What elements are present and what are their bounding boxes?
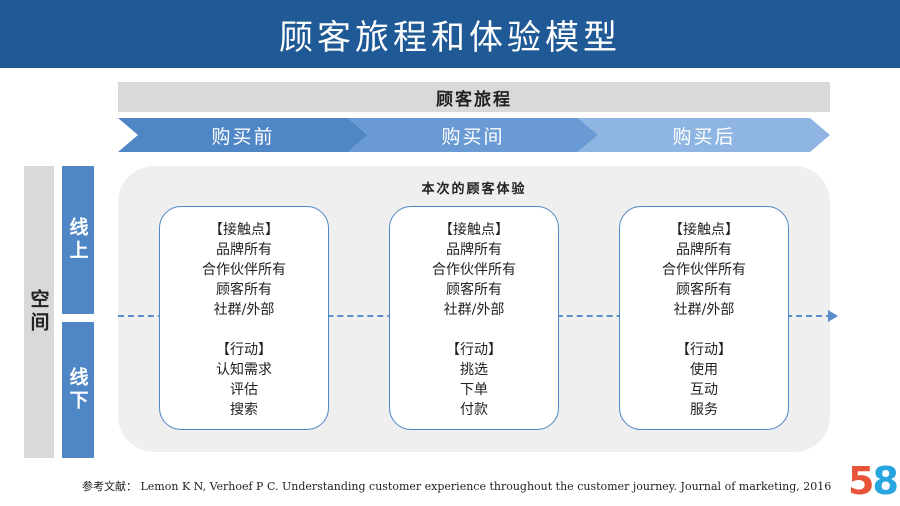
action-header: 【行动】 (446, 342, 502, 358)
action-item: 下单 (460, 382, 488, 398)
touchpoint-item: 顾客所有 (446, 282, 502, 298)
touchpoint-item: 社群/外部 (673, 302, 735, 318)
action-header: 【行动】 (216, 342, 272, 358)
touchpoint-item: 合作伙伴所有 (662, 262, 746, 278)
touchpoint-header: 【接触点】 (209, 222, 279, 238)
touchpoint-item: 合作伙伴所有 (202, 262, 286, 278)
title-bar: 顾客旅程和体验模型 (0, 0, 900, 68)
action-header: 【行动】 (676, 342, 732, 358)
touchpoint-item: 顾客所有 (216, 282, 272, 298)
action-item: 搜索 (230, 402, 258, 418)
touchpoint-item: 社群/外部 (213, 302, 275, 318)
divider-arrowhead (828, 310, 838, 322)
stage-card-pre-purchase: 【接触点】 品牌所有 合作伙伴所有 顾客所有 社群/外部 【行动】 认知需求 评… (159, 206, 329, 430)
touchpoint-item: 社群/外部 (443, 302, 505, 318)
brand-logo: 58 (848, 459, 899, 503)
action-item: 认知需求 (216, 362, 272, 378)
stage-pre-purchase: 购买前 (118, 118, 368, 152)
action-item: 评估 (230, 382, 258, 398)
logo-digit-8: 8 (872, 459, 898, 503)
touchpoint-item: 合作伙伴所有 (432, 262, 516, 278)
logo-digit-5: 5 (848, 459, 874, 503)
stage-card-purchase: 【接触点】 品牌所有 合作伙伴所有 顾客所有 社群/外部 【行动】 挑选 下单 … (389, 206, 559, 430)
touchpoint-item: 品牌所有 (446, 242, 502, 258)
touchpoint-header: 【接触点】 (669, 222, 739, 238)
space-label: 空间 (24, 166, 54, 458)
online-label: 线上 (62, 166, 94, 314)
action-item: 互动 (690, 382, 718, 398)
journey-header: 顾客旅程 (118, 82, 830, 112)
stage-chevrons: 购买前 购买间 购买后 (118, 118, 830, 152)
page-title: 顾客旅程和体验模型 (279, 17, 621, 58)
stage-card-post-purchase: 【接触点】 品牌所有 合作伙伴所有 顾客所有 社群/外部 【行动】 使用 互动 … (619, 206, 789, 430)
action-item: 服务 (690, 402, 718, 418)
stage-purchase: 购买间 (348, 118, 598, 152)
offline-label: 线下 (62, 322, 94, 458)
action-item: 挑选 (460, 362, 488, 378)
action-item: 使用 (690, 362, 718, 378)
panel-title: 本次的顾客体验 (421, 182, 527, 197)
action-item: 付款 (460, 402, 488, 418)
touchpoint-item: 品牌所有 (676, 242, 732, 258)
reference-citation: 参考文献： Lemon K N, Verhoef P C. Understand… (82, 480, 832, 493)
stage-post-purchase: 购买后 (578, 118, 830, 152)
touchpoint-item: 品牌所有 (216, 242, 272, 258)
touchpoint-header: 【接触点】 (439, 222, 509, 238)
touchpoint-item: 顾客所有 (676, 282, 732, 298)
